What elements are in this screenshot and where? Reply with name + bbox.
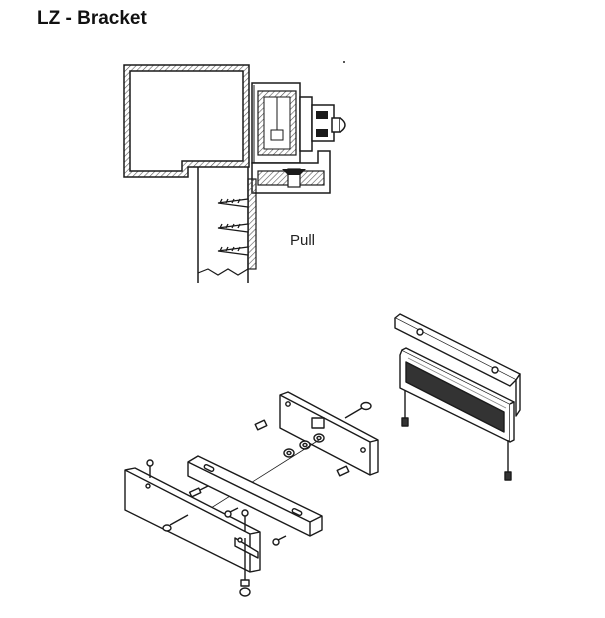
page-title: LZ - Bracket xyxy=(37,8,147,29)
bottom-bolt-and-nut xyxy=(239,538,251,597)
l-bracket-top-plate xyxy=(187,455,323,537)
armature-plate xyxy=(279,391,379,476)
l-bracket-side-plate xyxy=(124,467,261,573)
magnet-housing xyxy=(251,82,301,164)
armature-plate xyxy=(299,96,346,152)
lz-bracket-section-diagram: Pull xyxy=(118,55,388,290)
bracket-screws xyxy=(146,459,287,546)
exploded-drawing-svg xyxy=(124,313,521,597)
door-leaf-section xyxy=(197,167,257,283)
door-frame-section xyxy=(123,64,250,178)
section-drawing-svg: Pull xyxy=(123,61,346,283)
sleeve-nuts xyxy=(254,419,350,477)
lock-mounting-bolts xyxy=(401,390,512,481)
assembly-axis-line xyxy=(191,439,320,521)
washers xyxy=(283,433,325,458)
pull-direction-label: Pull xyxy=(290,232,315,249)
reference-dot xyxy=(343,61,345,63)
l-bracket-section xyxy=(251,150,331,194)
magnetic-lock-body xyxy=(394,313,521,443)
lz-bracket-exploded-diagram xyxy=(100,300,540,610)
armature-bolt xyxy=(344,401,372,419)
